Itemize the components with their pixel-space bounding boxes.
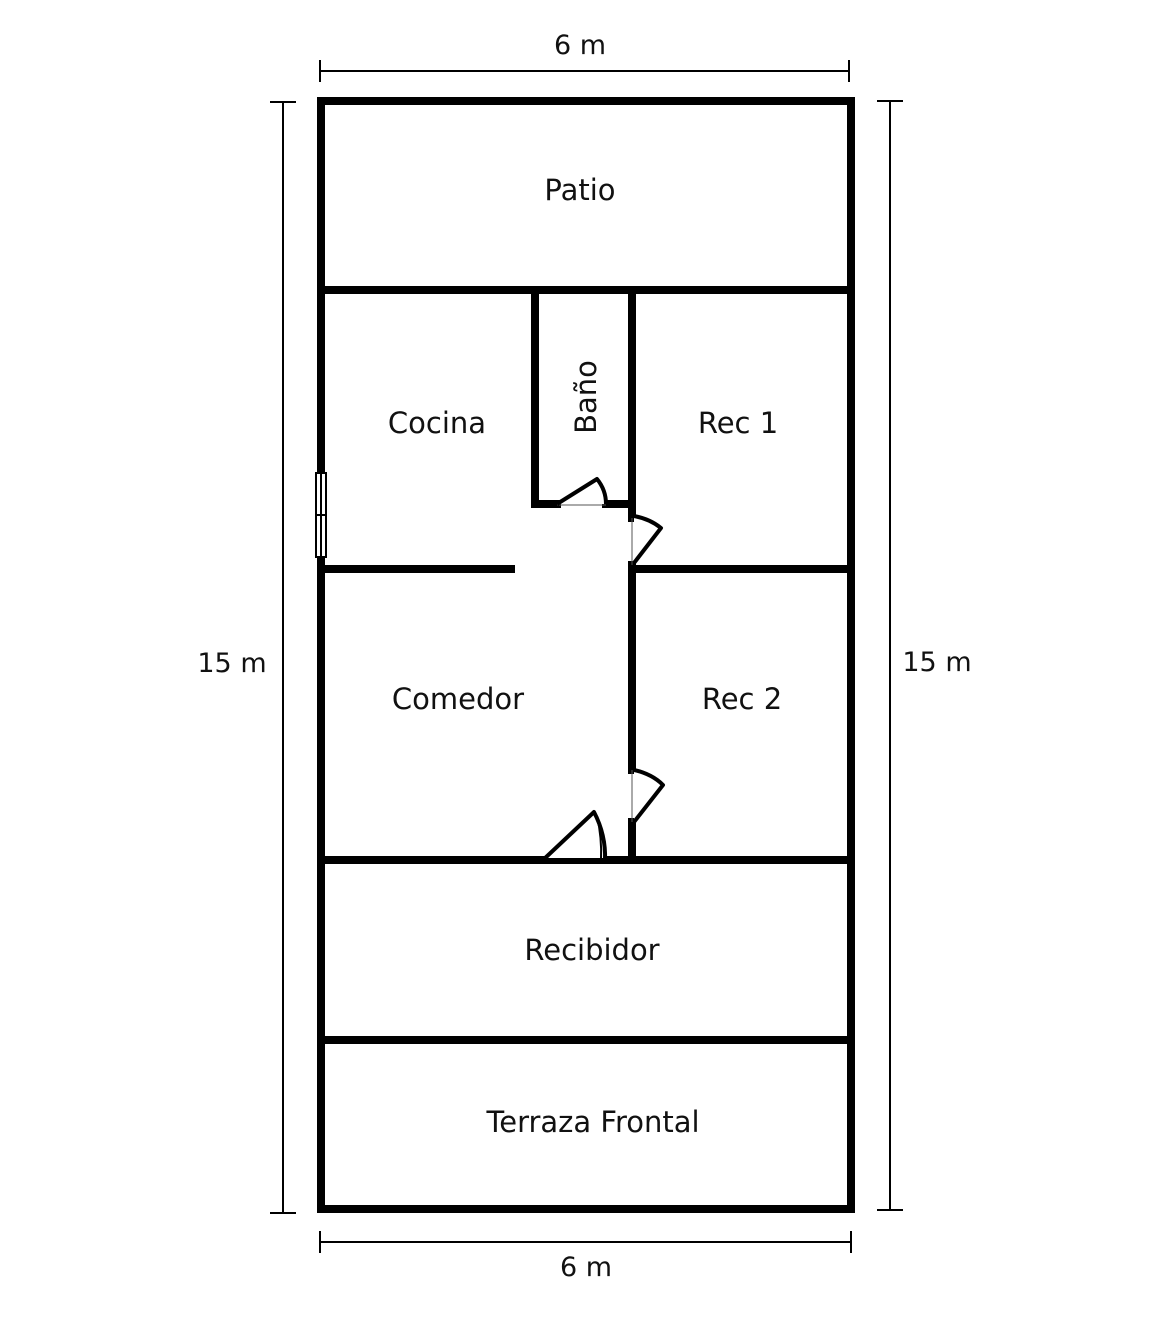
dimension-top: 6 m <box>319 30 850 82</box>
window <box>315 472 327 558</box>
dimension-right-label: 15 m <box>902 647 971 678</box>
door-comedor[interactable] <box>541 810 608 862</box>
room-label-rec2: Rec 2 <box>702 682 782 716</box>
room-label-recibidor: Recibidor <box>524 933 659 967</box>
room-label-terraza-frontal: Terraza Frontal <box>485 1105 699 1139</box>
dimension-left: 15 m <box>197 101 296 1214</box>
dimension-top-label: 6 m <box>554 30 606 61</box>
walls <box>317 97 855 1213</box>
dimension-left-label: 15 m <box>197 648 266 679</box>
room-label-patio: Patio <box>544 173 615 207</box>
door-rec1[interactable] <box>631 514 663 565</box>
room-label-cocina: Cocina <box>388 406 486 440</box>
dimension-bottom: 6 m <box>319 1231 852 1283</box>
door-bano[interactable] <box>555 477 608 506</box>
room-label-bano: Baño <box>569 360 603 434</box>
room-label-comedor: Comedor <box>392 682 524 716</box>
dimension-bottom-label: 6 m <box>560 1252 612 1283</box>
dimension-right: 15 m <box>877 100 972 1211</box>
door-rec2[interactable] <box>631 768 665 824</box>
room-label-rec1: Rec 1 <box>698 406 778 440</box>
